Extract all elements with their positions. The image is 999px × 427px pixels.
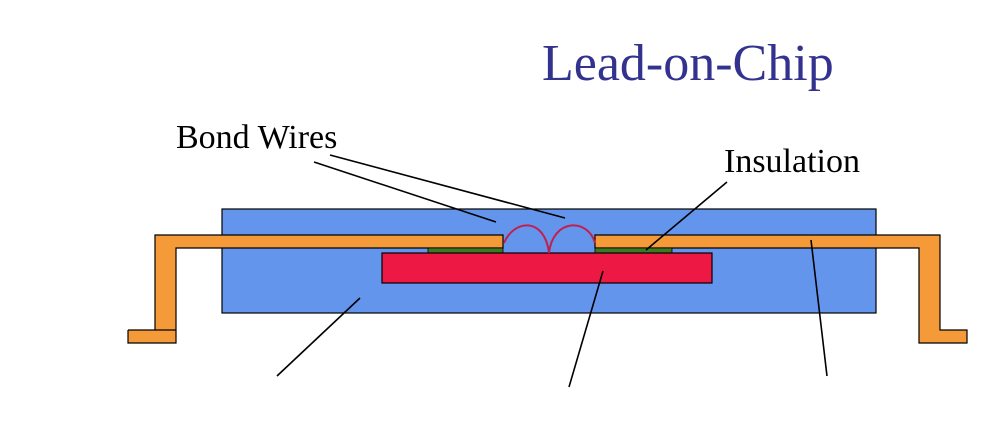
left-lead xyxy=(127,234,504,344)
bond-wire-right xyxy=(548,224,596,254)
die xyxy=(381,252,713,284)
label-bond-wires: Bond Wires xyxy=(176,119,337,156)
diagram-title: Lead-on-Chip xyxy=(542,35,834,92)
leader-insulation xyxy=(645,181,728,251)
bond-wire-left xyxy=(503,224,550,254)
insulation-left xyxy=(427,247,504,254)
label-insulation: Insulation xyxy=(724,143,860,180)
right-lead xyxy=(594,234,968,344)
leader-bond-wires-1 xyxy=(313,161,497,223)
leader-bond-wires-2 xyxy=(329,154,566,219)
leader-lead-frame xyxy=(810,239,828,377)
insulation-right xyxy=(594,247,673,254)
leader-mold-compound xyxy=(276,297,361,377)
leader-die xyxy=(568,270,604,388)
